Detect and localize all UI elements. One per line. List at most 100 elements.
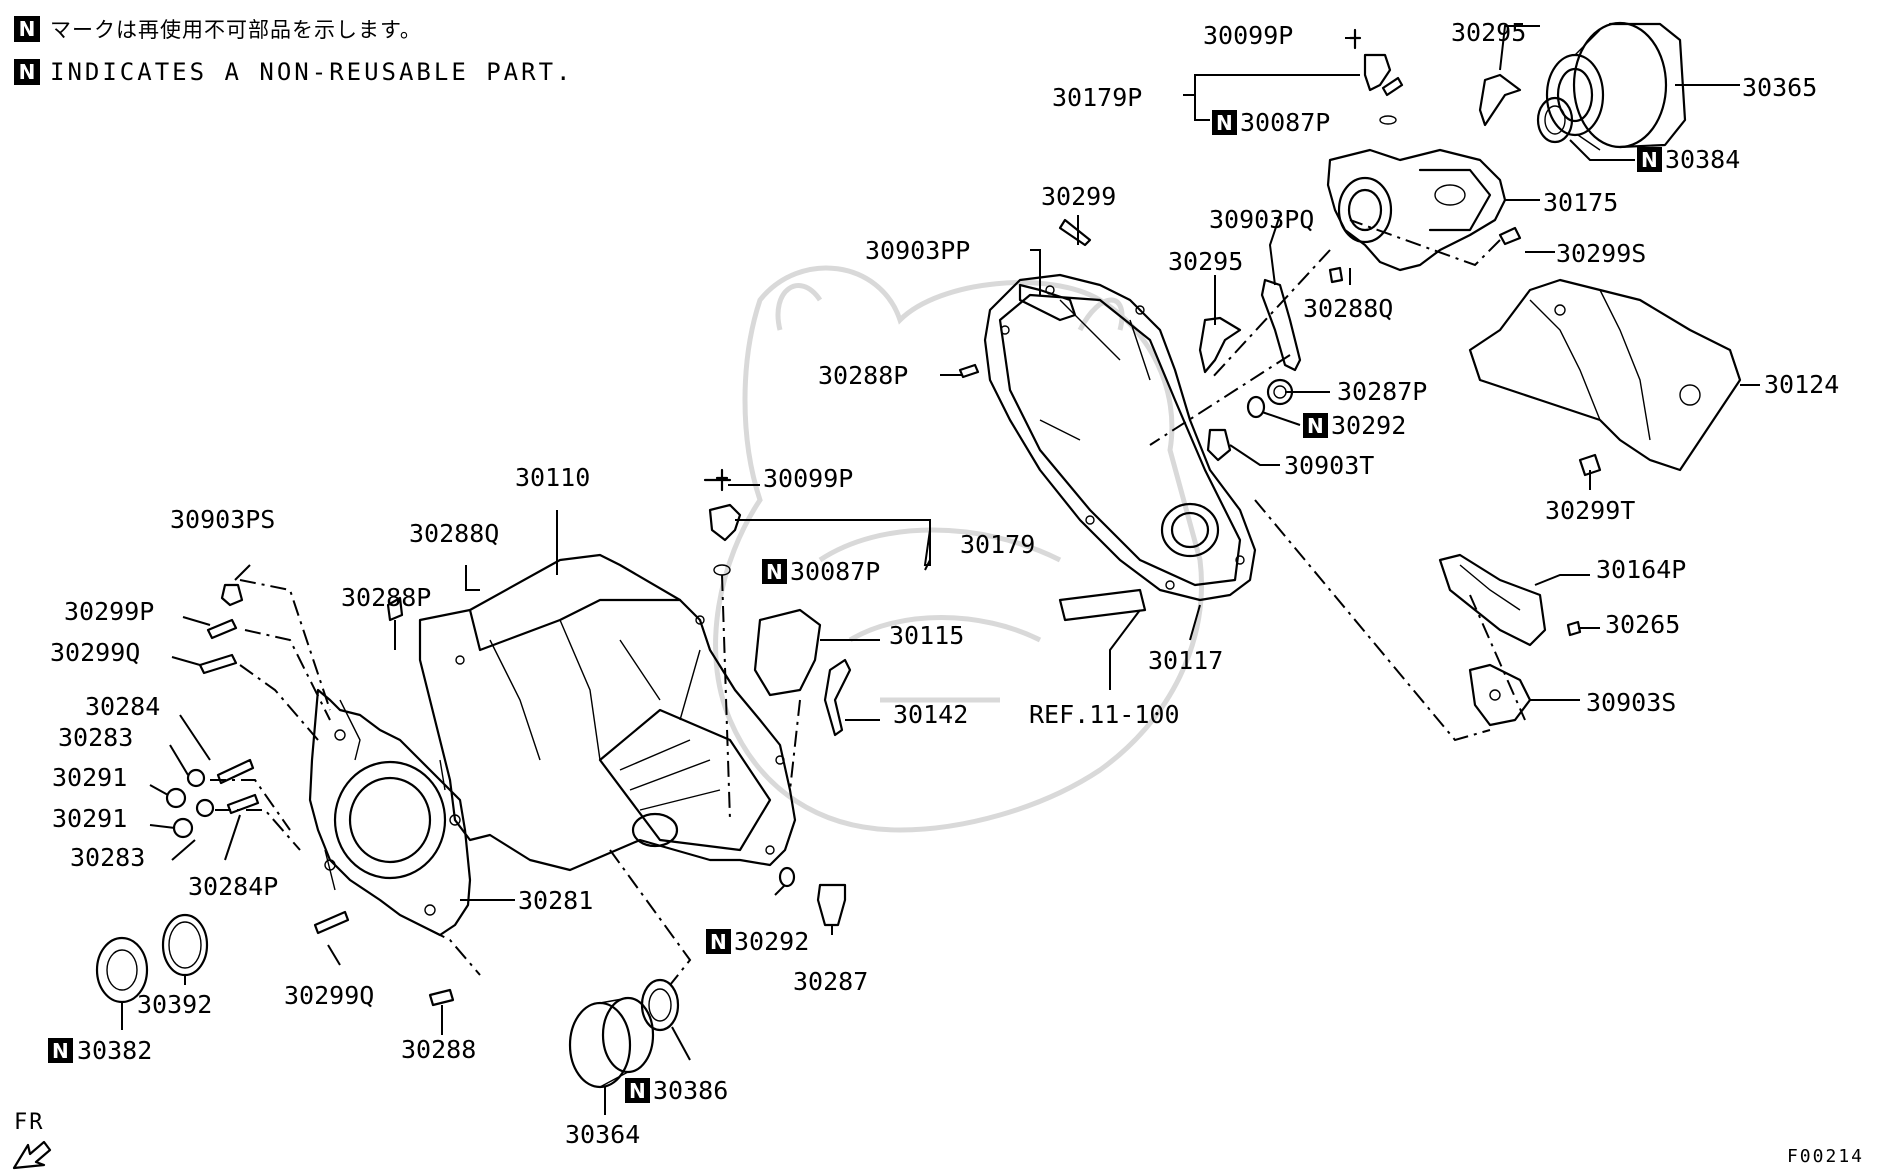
- callout-30288q-left: 30288Q: [409, 519, 499, 548]
- callout-30365: 30365: [1742, 73, 1817, 102]
- callout-30903t: 30903T: [1284, 451, 1374, 480]
- callout-30903ps: 30903PS: [170, 505, 275, 534]
- callout-30124: 30124: [1764, 370, 1839, 399]
- callout-30117: 30117: [1148, 646, 1223, 675]
- non-reusable-notice-en: N INDICATES A NON-REUSABLE PART.: [14, 58, 573, 86]
- part-30292-gasket: [778, 395, 1266, 888]
- callout-labels: 30099P 30295 30365 30179P N 30087P N 303…: [48, 18, 1839, 1149]
- svg-text:N: N: [629, 1079, 646, 1103]
- callout-30299p: 30299P: [64, 597, 154, 626]
- callout-30295-top: 30295: [1451, 18, 1526, 47]
- part-30903s-bracket: [1468, 663, 1532, 727]
- callout-30115: 30115: [889, 621, 964, 650]
- part-30903pp-bracket: [1018, 283, 1077, 322]
- part-30903pq-bracket: [1260, 278, 1302, 372]
- callout-30299q-bottom: 30299Q: [284, 981, 374, 1010]
- non-reusable-badge-icon: N: [1637, 147, 1662, 172]
- callout-30142: 30142: [893, 700, 968, 729]
- svg-text:N: N: [766, 560, 783, 584]
- part-30392-shim: [161, 913, 209, 977]
- part-30179p-speed-sensor: [1348, 28, 1397, 125]
- callout-30903s: 30903S: [1586, 688, 1676, 717]
- non-reusable-badge-icon: N: [1303, 413, 1328, 438]
- callout-30099p-mid: 30099P: [763, 464, 853, 493]
- part-30365-bearing: [1545, 21, 1687, 151]
- callout-30164p: 30164P: [1596, 555, 1686, 584]
- part-30142-breather-tube: [823, 658, 852, 737]
- non-reusable-badge-icon: N: [625, 1078, 650, 1103]
- non-reusable-notice-jp: N マークは再使用不可部品を示します。: [14, 14, 422, 44]
- non-reusable-badge-icon: N: [48, 1038, 73, 1063]
- callout-30099p-top: 30099P: [1203, 21, 1293, 50]
- bolts-and-studs: [165, 76, 1602, 1007]
- notice-jp-text: マークは再使用不可部品を示します。: [50, 18, 422, 42]
- callout-30299s: 30299S: [1556, 239, 1646, 268]
- non-reusable-badge-icon: N: [706, 929, 731, 954]
- callout-30292-bottom: 30292: [734, 927, 809, 956]
- callout-30287p: 30287P: [1337, 377, 1427, 406]
- callout-30288: 30288: [401, 1035, 476, 1064]
- svg-text:N: N: [1216, 111, 1233, 135]
- callout-30295-mid: 30295: [1168, 247, 1243, 276]
- callout-30386: 30386: [653, 1076, 728, 1105]
- callout-30110: 30110: [515, 463, 590, 492]
- callout-30265: 30265: [1605, 610, 1680, 639]
- part-30295-bracket: [1198, 73, 1522, 374]
- callout-30291-top: 30291: [52, 763, 127, 792]
- callout-30284: 30284: [85, 692, 160, 721]
- non-reusable-badge-icon: N: [1212, 110, 1237, 135]
- svg-text:N: N: [710, 930, 727, 954]
- part-30124-protector: [1468, 278, 1742, 472]
- callout-30087p-mid: 30087P: [790, 557, 880, 586]
- callout-30903pp: 30903PP: [865, 236, 970, 265]
- part-30903t-clip: [1206, 428, 1232, 462]
- callout-30284p: 30284P: [188, 872, 278, 901]
- callout-30179: 30179: [960, 530, 1035, 559]
- non-reusable-badge-icon: N: [14, 16, 40, 42]
- non-reusable-badge-icon: N: [762, 559, 787, 584]
- callout-30291-bottom: 30291: [52, 804, 127, 833]
- front-arrow-icon: [12, 1140, 52, 1170]
- svg-text:N: N: [1307, 414, 1324, 438]
- callout-30299t: 30299T: [1545, 496, 1635, 525]
- reference-label: REF.11-100: [1029, 700, 1180, 729]
- callout-30384: 30384: [1665, 145, 1740, 174]
- leader-lines: [121, 25, 1760, 1115]
- part-30110-transfer-case: [418, 553, 797, 872]
- notice-en-text: INDICATES A NON-REUSABLE PART.: [50, 58, 574, 86]
- callout-30382: 30382: [77, 1036, 152, 1065]
- svg-text:N: N: [1641, 148, 1658, 172]
- part-30903ps-clip: [220, 583, 244, 607]
- callout-30179p: 30179P: [1052, 83, 1142, 112]
- part-30281-adapter-plate: [308, 688, 472, 937]
- callout-30292-right: 30292: [1331, 411, 1406, 440]
- callout-30087p-top: 30087P: [1240, 108, 1330, 137]
- part-30117-rear-housing: [983, 273, 1257, 602]
- callout-30299: 30299: [1041, 182, 1116, 211]
- callout-30903pq: 30903PQ: [1209, 205, 1314, 234]
- callout-30299q-left: 30299Q: [50, 638, 140, 667]
- part-30164p-bracket: [1438, 553, 1547, 647]
- alignment-guides: [210, 219, 1526, 986]
- callout-30175: 30175: [1543, 188, 1618, 217]
- figure-code: F00214: [1786, 1146, 1864, 1167]
- part-30384-oil-seal: [1536, 96, 1574, 144]
- callout-30283-top: 30283: [58, 723, 133, 752]
- part-30175-extension-housing: [1326, 148, 1507, 272]
- callout-30288p-left: 30288P: [341, 583, 431, 612]
- part-30115-cover: [753, 608, 822, 697]
- non-reusable-badge-icon: N: [14, 59, 40, 85]
- callout-30283-bottom: 30283: [70, 843, 145, 872]
- callout-30287: 30287: [793, 967, 868, 996]
- callout-30392: 30392: [137, 990, 212, 1019]
- part-30287-plug: [816, 883, 847, 927]
- part-30364-bearing: [568, 996, 655, 1089]
- callout-30281: 30281: [518, 886, 593, 915]
- callout-30288q-right: 30288Q: [1303, 294, 1393, 323]
- part-30386-oil-seal: [640, 978, 680, 1032]
- callout-30364: 30364: [565, 1120, 640, 1149]
- svg-text:N: N: [52, 1039, 69, 1063]
- callout-30288p-mid: 30288P: [818, 361, 908, 390]
- front-direction-label: FR: [14, 1110, 45, 1135]
